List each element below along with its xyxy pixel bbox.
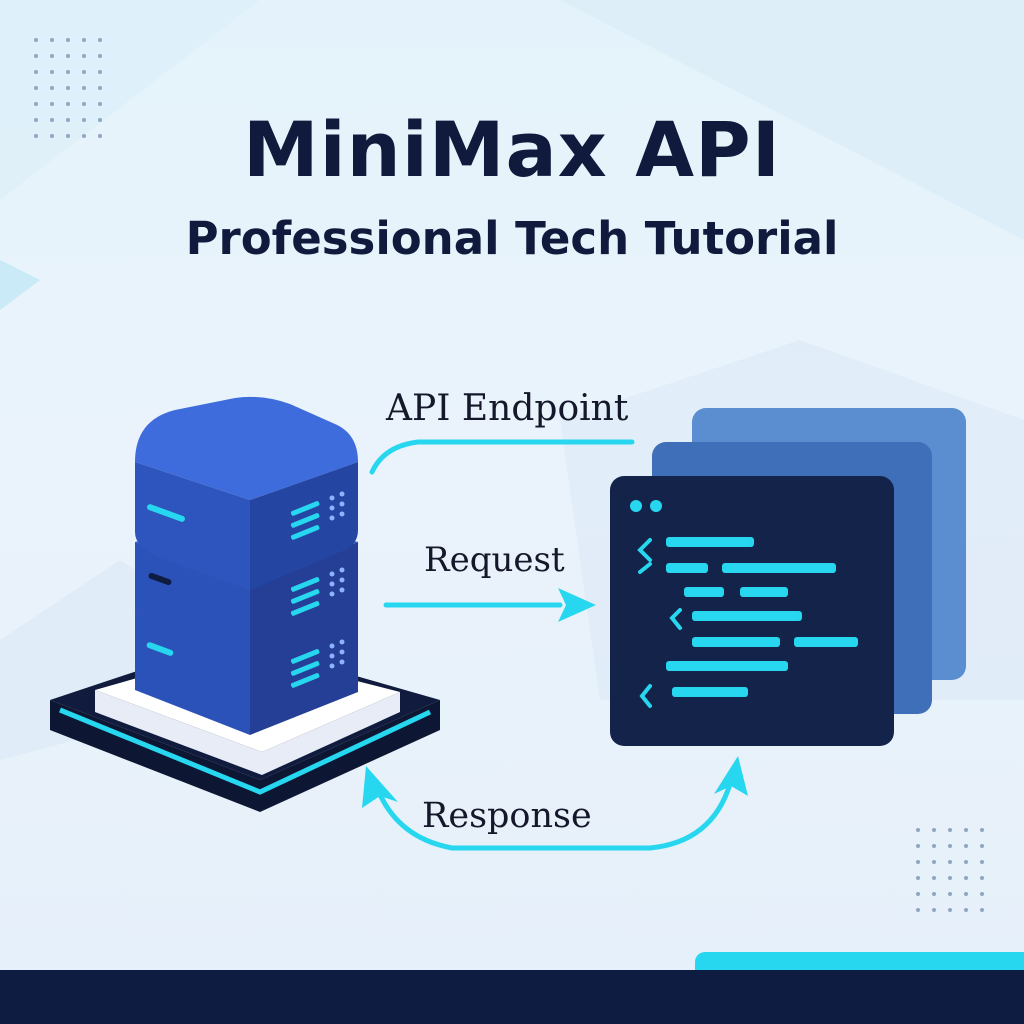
response-arrowhead-right [714, 756, 748, 796]
code-window-icon [610, 408, 966, 746]
bottom-accent-bar [695, 952, 1024, 970]
page-title: MiniMax API [242, 105, 782, 194]
page-subtitle: Professional Tech Tutorial [185, 212, 839, 265]
request-arrowhead [558, 588, 596, 622]
response-arrowhead-left [362, 766, 398, 808]
bottom-bar [0, 970, 1024, 1024]
request-label: Request [424, 540, 565, 580]
server-stack-icon [50, 396, 440, 812]
response-label: Response [422, 796, 592, 836]
endpoint-connector [369, 439, 635, 475]
response-arrow [375, 781, 733, 851]
endpoint-label: API Endpoint [386, 388, 629, 429]
